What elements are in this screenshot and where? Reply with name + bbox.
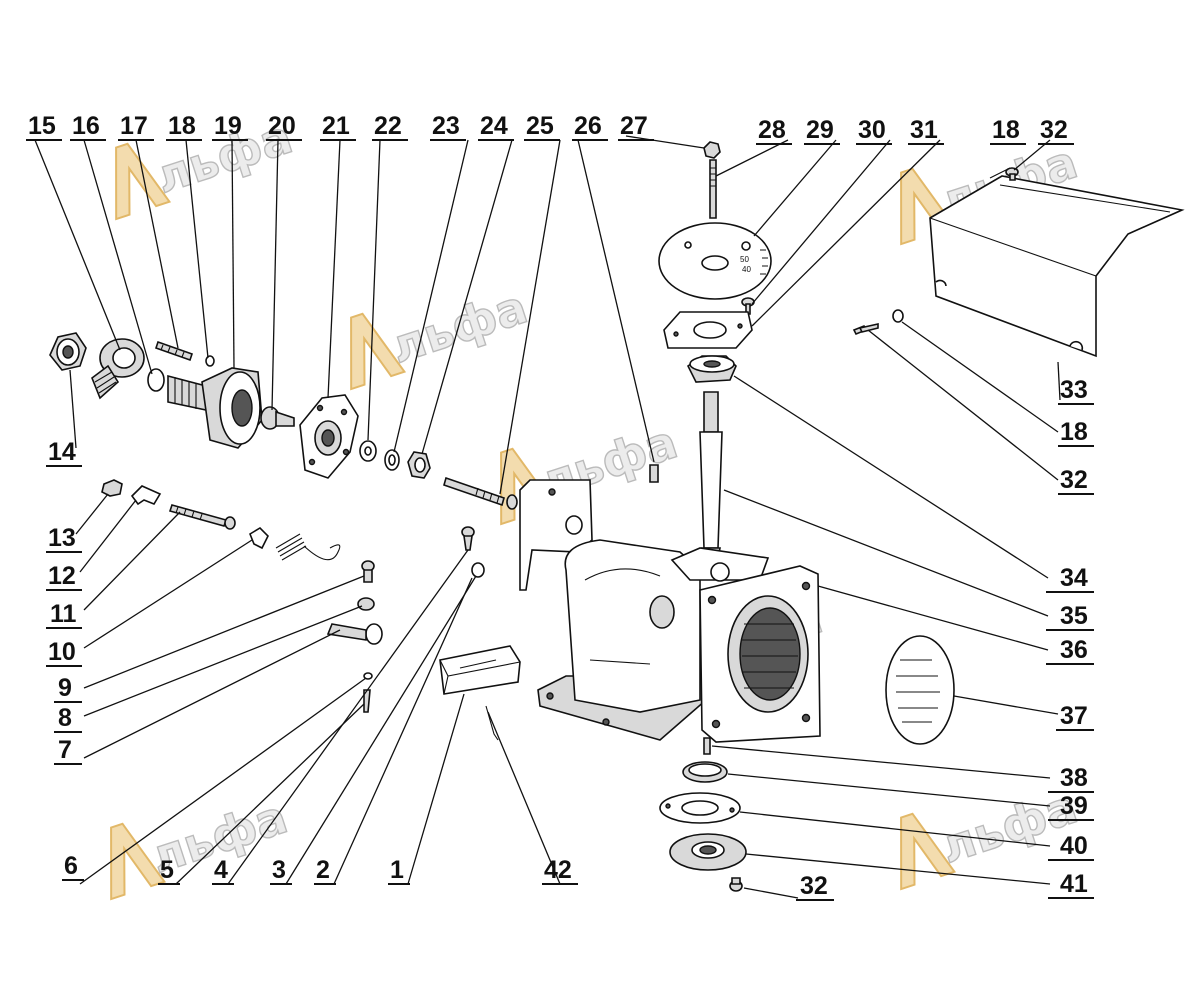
callout-31: 31 — [910, 116, 938, 144]
part-3-screw — [461, 526, 475, 551]
part-22-washer — [359, 440, 377, 462]
part-40-gasket — [659, 792, 741, 824]
callout-2: 2 — [316, 856, 330, 884]
callout-4: 4 — [214, 856, 228, 884]
callout-6: 6 — [64, 852, 78, 880]
part-18-ring-cover — [892, 309, 904, 323]
callout-29: 29 — [806, 116, 834, 144]
callout-22: 22 — [374, 112, 402, 140]
part-29-dial-plate: 50 40 — [658, 222, 772, 300]
part-spring — [275, 533, 341, 561]
part-10-clip — [249, 526, 269, 550]
callout-12: 12 — [48, 562, 76, 590]
part-15-banjo-fitting — [91, 338, 145, 400]
callout-18-top-right: 18 — [992, 116, 1020, 144]
parts: 50 40 — [49, 141, 1185, 892]
callout-23: 23 — [432, 112, 460, 140]
callout-18: 18 — [168, 112, 196, 140]
part-37-gasket — [885, 635, 955, 745]
part-8-nut — [357, 597, 375, 611]
part-14-hex-nut — [49, 332, 87, 371]
part-19-flanged-shaft — [167, 367, 263, 449]
callout-13: 13 — [48, 524, 76, 552]
dial-mark: 40 — [742, 265, 751, 274]
part-7-eye-bolt — [326, 623, 383, 645]
callout-34: 34 — [1060, 564, 1088, 592]
part-26-dowel — [649, 464, 659, 483]
callout-30: 30 — [858, 116, 886, 144]
gasket-shading — [896, 659, 940, 723]
callout-40: 40 — [1060, 832, 1088, 860]
part-41-flange — [669, 833, 747, 871]
callout-42: 42 — [544, 856, 572, 884]
part-33-cover — [929, 167, 1185, 358]
callout-14: 14 — [48, 438, 76, 466]
callout-39: 39 — [1060, 792, 1088, 820]
part-9-plug — [361, 560, 375, 583]
callout-5: 5 — [160, 856, 174, 884]
callout-21: 21 — [322, 112, 350, 140]
watermark: льфа — [350, 279, 534, 391]
callout-17: 17 — [120, 112, 148, 140]
part-34-bearing — [686, 355, 737, 383]
callout-27: 27 — [620, 112, 648, 140]
callout-36: 36 — [1060, 636, 1088, 664]
callout-25: 25 — [526, 112, 554, 140]
part-23-lock-washer — [384, 449, 400, 471]
callout-24: 24 — [480, 112, 508, 140]
part-27-nut — [703, 141, 721, 159]
part-17-pin — [154, 340, 194, 362]
callout-20: 20 — [268, 112, 296, 140]
callout-32-top-right: 32 — [1040, 116, 1068, 144]
callout-15: 15 — [28, 112, 56, 140]
callout-3: 3 — [272, 856, 286, 884]
part-35-vertical-shaft — [699, 391, 723, 559]
callout-16: 16 — [72, 112, 100, 140]
part-24-nut — [407, 451, 431, 479]
part-12-lock-plate — [130, 485, 162, 506]
part-32-bottom-screw — [729, 877, 743, 892]
part-1-bracket — [439, 645, 521, 695]
callout-41: 41 — [1060, 870, 1088, 898]
callout-28: 28 — [758, 116, 786, 144]
part-6-small-ring — [363, 672, 373, 680]
callout-26: 26 — [574, 112, 602, 140]
watermark: льфа — [110, 789, 294, 901]
callout-11: 11 — [50, 600, 77, 628]
callout-9: 9 — [58, 674, 72, 702]
leader-lines — [34, 135, 1061, 899]
callout-32-bottom: 32 — [800, 872, 828, 900]
callout-10: 10 — [48, 638, 76, 666]
callout-19: 19 — [214, 112, 242, 140]
callout-32-right: 32 — [1060, 466, 1088, 494]
callout-37: 37 — [1060, 702, 1088, 730]
part-36-gearbox-housing — [519, 479, 821, 743]
callout-7: 7 — [58, 736, 72, 764]
watermark: льфа — [900, 779, 1084, 891]
part-16-washer — [147, 368, 165, 392]
part-21-flange-plate — [299, 394, 359, 479]
part-13-sleeve — [101, 479, 123, 497]
part-20-bolt — [260, 406, 295, 430]
part-11-screw — [168, 504, 236, 530]
part-39-ring — [682, 761, 728, 783]
callout-35: 35 — [1060, 602, 1088, 630]
part-2-washer — [471, 562, 485, 578]
callout-33: 33 — [1060, 376, 1088, 404]
callout-8: 8 — [58, 704, 72, 732]
part-38-pin — [703, 737, 711, 755]
dial-mark: 50 — [740, 255, 749, 264]
callout-18-right: 18 — [1060, 418, 1088, 446]
callout-38: 38 — [1060, 764, 1088, 792]
part-32-screw — [852, 323, 879, 336]
part-31-square-plate — [663, 311, 753, 349]
part-18-ring — [205, 355, 215, 367]
callouts: 15 16 17 18 19 20 21 22 23 24 25 26 27 2… — [26, 112, 1094, 901]
callout-1: 1 — [390, 856, 404, 884]
part-25-long-bolt — [443, 476, 518, 510]
part-28-stud — [709, 159, 717, 219]
